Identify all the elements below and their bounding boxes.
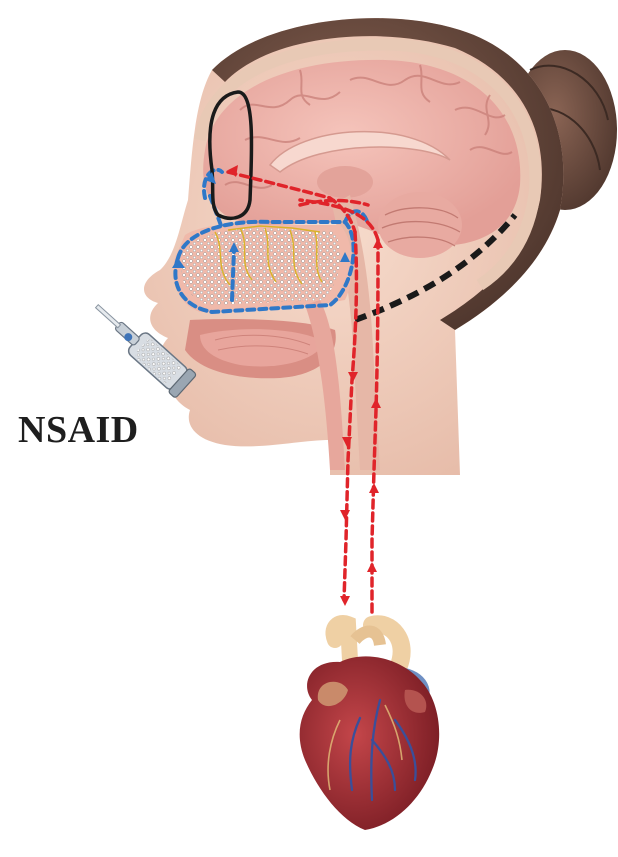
- olfactory-region: [181, 226, 340, 305]
- drug-label: NSAID: [18, 411, 139, 449]
- heart-icon: [300, 623, 440, 830]
